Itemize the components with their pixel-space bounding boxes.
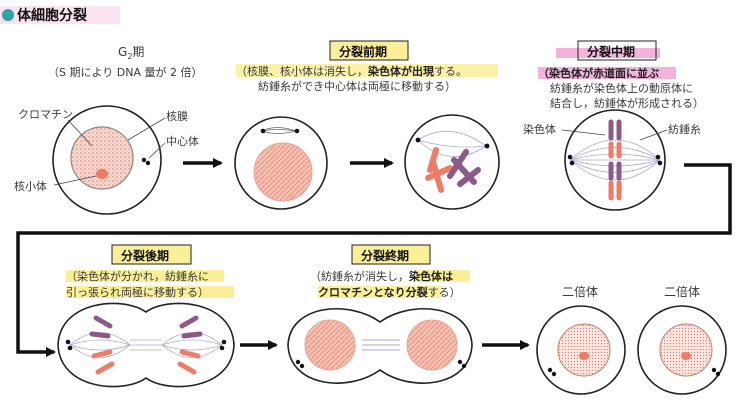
centrosome-dot — [145, 160, 151, 166]
metaphase-line2: 紡錘糸が染色体上の動原体に — [550, 81, 693, 95]
nucleus — [253, 142, 313, 202]
nucleus — [406, 319, 458, 371]
daughter-cell-left — [536, 305, 626, 395]
daughter-right-label: 二倍体 — [664, 284, 700, 299]
telophase-line1-highlight — [414, 270, 470, 282]
anaphase-cell — [57, 302, 235, 388]
metaphase-title-highlight — [556, 48, 660, 58]
g2-label: G2期 — [118, 45, 144, 61]
metaphase-line1-highlight — [538, 67, 676, 79]
prophase-line1: （核膜、核小体は消失し，染色体が出現する。 — [236, 64, 467, 78]
telophase-cell — [287, 308, 473, 384]
label-nuclear-membrane: 核膜 — [166, 109, 188, 123]
anaphase-title-box — [111, 244, 192, 265]
nucleus — [659, 323, 713, 377]
prophase-cell-early — [234, 116, 328, 210]
centrosome-dot — [260, 128, 266, 134]
centrosome-dot — [141, 157, 147, 163]
leader-line — [148, 142, 166, 159]
leader-line — [53, 175, 97, 186]
title-dot-icon — [2, 9, 14, 21]
prophase-line2: 紡錘糸ができ中心体は両極に移動する） — [258, 79, 456, 93]
anaphase-line2-highlight — [66, 286, 234, 298]
nucleus — [304, 319, 356, 371]
prophase-line1-highlight — [236, 64, 498, 77]
page-title: 体細胞分裂 — [0, 6, 120, 24]
nucleolus — [681, 352, 691, 360]
centrosome-dot — [294, 128, 300, 134]
leader-line — [127, 117, 166, 141]
telophase-line2: クロマチンとなり分裂する） — [318, 285, 461, 299]
nucleolus — [579, 352, 589, 360]
telophase-title-box — [351, 244, 431, 265]
telophase-title: 分裂終期 — [361, 248, 409, 263]
prophase-title-highlight — [330, 41, 408, 60]
g2-note: （S 期により DNA 量が 2 倍） — [48, 65, 202, 79]
telophase-line2-highlight — [318, 286, 442, 298]
nucleus — [557, 323, 611, 377]
prophase-title-box — [329, 40, 409, 61]
title-text: 体細胞分裂 — [17, 7, 87, 24]
leader-line — [639, 129, 668, 141]
anaphase-line2: 引っ張られ両極に移動する） — [66, 285, 209, 299]
label-chromatin: クロマチン — [18, 108, 73, 121]
nucleolus — [96, 169, 108, 179]
metaphase-line3: 結合し，紡錘体が形成される） — [550, 96, 704, 110]
daughter-left-label: 二倍体 — [562, 284, 598, 299]
label-spindle-fiber: 紡錘糸 — [668, 122, 701, 136]
anaphase-line1: （染色体が分かれ，紡錘糸に — [66, 269, 209, 283]
metaphase-line1: （染色体が赤道面に並ぶ — [538, 66, 659, 80]
label-centrosome: 中心体 — [166, 134, 199, 148]
anaphase-title-highlight — [112, 245, 191, 264]
anaphase-line1-highlight — [66, 270, 224, 282]
prophase-cell-late — [404, 114, 500, 210]
telophase-line1: （紡錘糸が消失し，染色体は — [310, 269, 453, 283]
label-chromosome: 染色体 — [523, 122, 556, 136]
g2-cell — [52, 105, 162, 215]
telophase-title-highlight — [352, 245, 430, 264]
connector-arrow-icon — [16, 163, 732, 357]
leader-line — [561, 129, 606, 136]
title-highlight — [0, 6, 120, 24]
leader-line — [67, 119, 93, 147]
metaphase-cell — [564, 109, 666, 211]
metaphase-title: 分裂中期 — [587, 44, 635, 59]
anaphase-title: 分裂後期 — [121, 248, 169, 263]
prophase-title: 分裂前期 — [339, 44, 387, 59]
daughter-cell-right — [637, 305, 727, 395]
nucleus — [70, 126, 134, 190]
metaphase-title-box — [577, 40, 657, 61]
label-nucleolus: 核小体 — [14, 179, 47, 193]
